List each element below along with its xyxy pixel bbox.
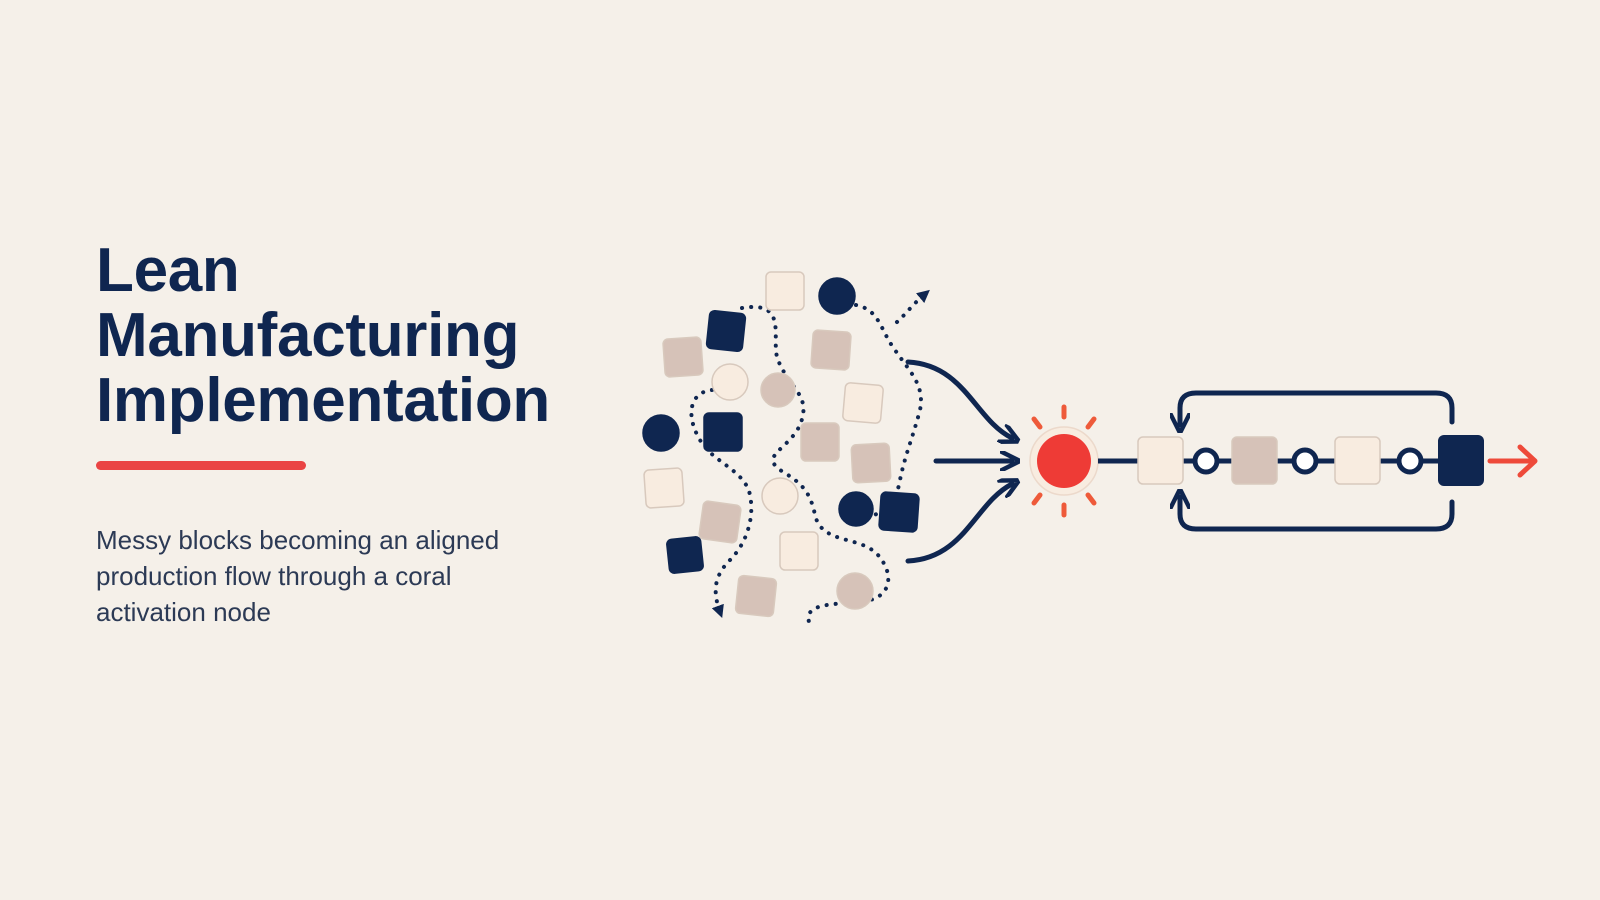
station-block bbox=[1231, 436, 1278, 485]
chaos-paths bbox=[689, 289, 930, 627]
taupe-block bbox=[850, 442, 892, 484]
accent-rule bbox=[96, 461, 306, 470]
navy-circle bbox=[642, 414, 680, 452]
taupe-circle bbox=[836, 572, 874, 610]
activation-rays bbox=[1031, 404, 1097, 518]
coral-core bbox=[1037, 434, 1091, 488]
station-block bbox=[1137, 436, 1184, 485]
title-line-2: Manufacturing bbox=[96, 301, 520, 370]
converging-arrows bbox=[905, 359, 1012, 564]
station-connector bbox=[1291, 447, 1319, 475]
station-block bbox=[1334, 436, 1381, 485]
title-line-3: Implementation bbox=[96, 366, 550, 435]
station-connector bbox=[1396, 447, 1424, 475]
chaos-cluster bbox=[642, 271, 920, 618]
taupe-block bbox=[810, 329, 852, 371]
dotted-path-arrow-icon bbox=[689, 388, 754, 619]
slide-subtitle: Messy blocks becoming an aligned product… bbox=[96, 525, 500, 627]
production-line bbox=[1098, 390, 1538, 532]
feedback-loop-arrow-icon bbox=[1180, 497, 1455, 532]
dotted-path-arrow-icon bbox=[854, 303, 923, 522]
cream-block bbox=[643, 467, 685, 509]
output-arrow-icon bbox=[1487, 444, 1538, 478]
taupe-circle bbox=[760, 372, 796, 408]
station-connector bbox=[1192, 447, 1220, 475]
station-block bbox=[1438, 435, 1484, 486]
activation-node bbox=[1029, 404, 1099, 518]
dotted-path-arrow-icon bbox=[895, 289, 930, 324]
title-block: Lean Manufacturing Implementation Messy … bbox=[96, 238, 576, 630]
taupe-block bbox=[800, 422, 840, 462]
cream-block bbox=[842, 382, 884, 424]
navy-circle bbox=[818, 277, 856, 315]
navy-block bbox=[666, 536, 704, 574]
navy-circle bbox=[838, 491, 874, 527]
navy-block bbox=[703, 412, 743, 452]
taupe-block bbox=[662, 336, 704, 378]
taupe-block bbox=[698, 500, 742, 544]
slide-title: Lean Manufacturing Implementation bbox=[96, 238, 576, 433]
feedback-loop-arrow-icon bbox=[1180, 390, 1455, 425]
title-line-1: Lean bbox=[96, 236, 240, 305]
cream-block bbox=[765, 271, 805, 311]
cream-circle bbox=[761, 477, 799, 515]
navy-block bbox=[878, 491, 920, 533]
curved-arrow-icon bbox=[905, 484, 1012, 564]
cream-circle bbox=[711, 363, 749, 401]
taupe-block bbox=[734, 574, 778, 618]
cream-block bbox=[779, 531, 819, 571]
navy-block bbox=[705, 309, 747, 353]
curved-arrow-icon bbox=[905, 359, 1012, 438]
